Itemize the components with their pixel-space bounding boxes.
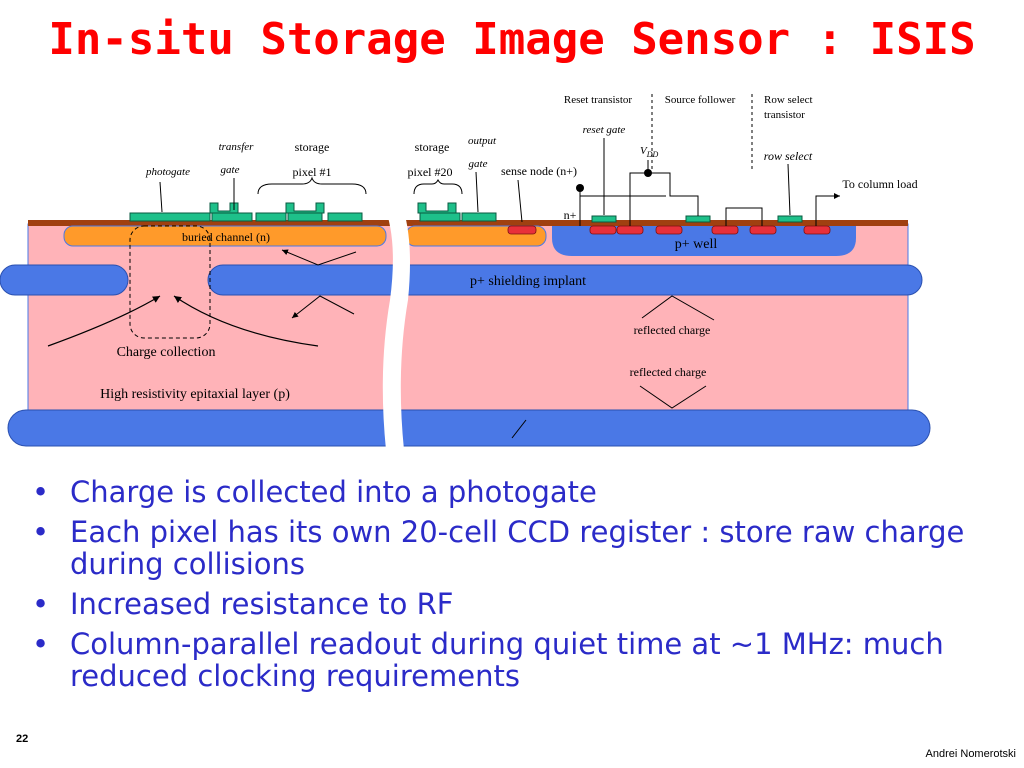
output-gate-label: gate [469, 158, 488, 170]
p-well-label: p+ well [675, 237, 718, 252]
oxide-layer [28, 220, 908, 226]
charge-collection-label: Charge collection [117, 345, 216, 360]
row-select-transistor-label-2: transistor [764, 109, 805, 121]
source-follower-label: Source follower [665, 94, 736, 106]
photogate-label: photogate [145, 166, 190, 178]
bullet-item: Charge is collected into a photogate [30, 476, 1020, 508]
vdd-label: VDD [640, 145, 659, 159]
pixel-1-label: pixel #1 [293, 165, 332, 179]
author-name: Andrei Nomerotski [925, 748, 1016, 760]
reflected-charge-label-2: reflected charge [630, 365, 707, 379]
shielding-label: p+ shielding implant [470, 274, 586, 289]
shielding-implant-right [207, 264, 923, 296]
bullet-item: Each pixel has its own 20-cell CCD regis… [30, 516, 1020, 580]
reflected-charge-label-1: reflected charge [634, 323, 711, 337]
slide-number: 22 [16, 733, 29, 745]
to-column-load-label: To column load [842, 177, 917, 191]
sense-node-label: sense node (n+) [501, 164, 577, 178]
n-plus-label: n+ [564, 208, 577, 222]
pixel-20-label: pixel #20 [408, 165, 453, 179]
reset-gate-label: reset gate [583, 124, 626, 136]
buried-channel [63, 225, 387, 247]
isis-cross-section-diagram: buried channel (n) p+ well n+ p+ shieldi… [0, 94, 931, 450]
break-gap [382, 205, 410, 450]
shielding-implant-left [0, 264, 129, 296]
row-select-transistor-label-1: Row select [764, 94, 813, 106]
n-plus-implants [507, 225, 831, 235]
epitaxial-layer [27, 223, 909, 429]
bullet-item: Increased resistance to RF [30, 588, 1020, 620]
bottom-implant [7, 409, 931, 447]
bullet-item: Column-parallel readout during quiet tim… [30, 628, 1020, 692]
row-select-label: row select [764, 149, 813, 163]
transfer-gate-label: gate [221, 164, 240, 176]
epitaxial-label: High resistivity epitaxial layer (p) [100, 387, 290, 402]
gates [129, 202, 803, 223]
bullet-list: Charge is collected into a photogate Eac… [30, 476, 1020, 700]
buried-channel-label: buried channel (n) [182, 230, 270, 244]
transfer-label: transfer [219, 141, 255, 153]
storage-label-20: storage [415, 140, 450, 154]
slide-title: In-situ Storage Image Sensor : ISIS [48, 14, 976, 65]
charge-collection-region [129, 225, 211, 339]
output-label: output [468, 135, 497, 147]
storage-label-1: storage [295, 140, 330, 154]
reset-transistor-label: Reset transistor [564, 94, 632, 106]
